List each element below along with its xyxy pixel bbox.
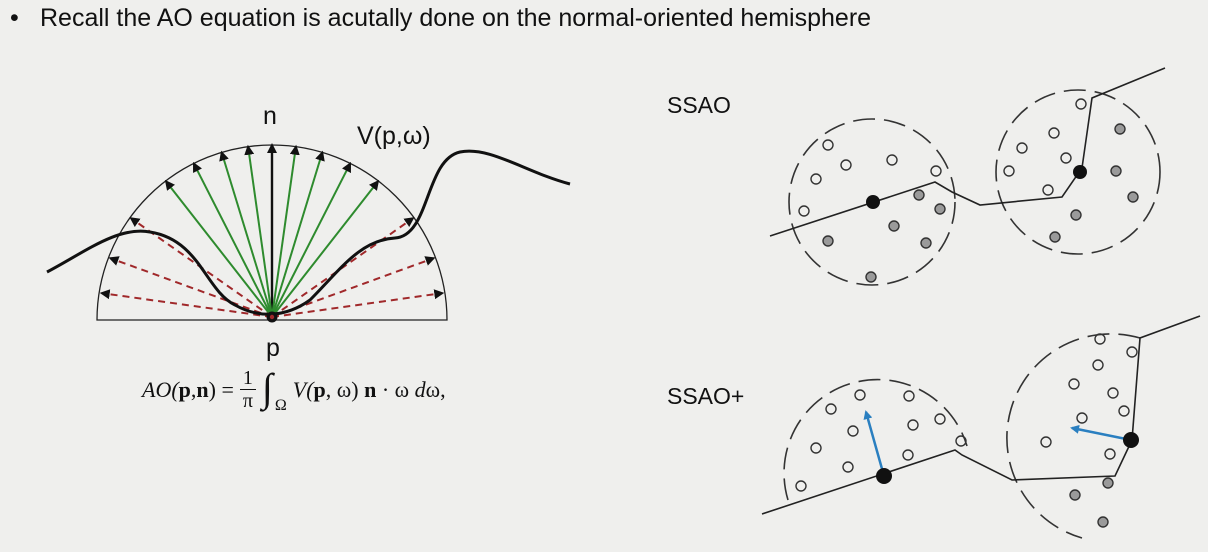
ssao-label: SSAO — [667, 92, 731, 118]
ssao-plus-normal-left — [863, 410, 886, 477]
ssao-plus-label: SSAO+ — [667, 383, 745, 409]
ssao-occluded-sample-8 — [888, 220, 900, 232]
ssao-occluded-sample-18 — [1114, 123, 1126, 135]
point-label: p — [266, 334, 280, 362]
ssao-plus-point-left — [876, 468, 892, 484]
ssao-open-sample-14 — [1016, 142, 1028, 154]
ssao-plus-open-sample-0 — [854, 389, 866, 401]
ssao-plus-open-sample-18 — [1040, 436, 1052, 448]
ssao-plus-open-sample-16 — [1076, 412, 1088, 424]
ssao-plus-open-sample-17 — [1118, 405, 1130, 417]
ssao-occluded-sample-11 — [865, 271, 877, 283]
occluded-ray-3 — [99, 289, 273, 318]
ssao-diagram — [769, 67, 1166, 286]
ssao-plus-open-sample-7 — [842, 461, 854, 473]
formula-lhs: AO( — [142, 376, 179, 402]
ssao-open-sample-5 — [930, 165, 942, 177]
bullet-text: Recall the AO equation is acutally done … — [40, 4, 872, 32]
ssao-plus-occluded-sample-20 — [1069, 489, 1081, 501]
ssao-plus-open-sample-4 — [907, 419, 919, 431]
ssao-plus-diagram — [761, 315, 1201, 539]
occluded-ray-1 — [271, 289, 445, 318]
ssao-plus-samples — [795, 333, 1138, 528]
ssao-plus-hemisphere-left — [783, 378, 968, 501]
ssao-open-sample-17 — [1042, 184, 1054, 196]
ssao-plus-open-sample-8 — [902, 449, 914, 461]
ssao-plus-hemisphere-right — [1006, 333, 1141, 539]
ssao-plus-point-right — [1123, 432, 1139, 448]
ssao-plus-open-sample-15 — [1107, 387, 1119, 399]
visible-ray-1 — [271, 144, 300, 318]
ssao-open-sample-3 — [810, 173, 822, 185]
bullet-line: • Recall the AO equation is acutally done… — [10, 4, 871, 33]
hemisphere-outline — [96, 144, 448, 321]
ssao-sphere-left — [788, 118, 956, 286]
ssao-plus-open-sample-3 — [847, 425, 859, 437]
visible-ray-6 — [192, 161, 273, 318]
ssao-occluded-sample-22 — [1049, 231, 1061, 243]
ssao-plus-open-sample-10 — [795, 480, 807, 492]
ssao-plus-occluded-sample-21 — [1102, 477, 1114, 489]
ssao-occluded-sample-21 — [1070, 209, 1082, 221]
ssao-plus-open-sample-11 — [1094, 333, 1106, 345]
ssao-point-right — [1073, 165, 1087, 179]
ssao-plus-surface — [761, 315, 1201, 515]
bullet-marker: • — [10, 4, 19, 32]
visible-ray-2 — [244, 144, 273, 318]
ssao-occluded-sample-20 — [1127, 191, 1139, 203]
ssao-open-sample-12 — [1075, 98, 1087, 110]
ssao-samples — [798, 98, 1139, 283]
visibility-label: V(p,ω) — [357, 122, 431, 150]
normal-label: n — [263, 102, 277, 130]
ssao-plus-open-sample-5 — [934, 413, 946, 425]
ssao-plus-open-sample-12 — [1126, 346, 1138, 358]
ssao-plus-open-sample-13 — [1092, 359, 1104, 371]
hemisphere-diagram: n p V(p,ω) — [46, 102, 571, 362]
ssao-occluded-sample-6 — [913, 189, 925, 201]
ssao-occluded-sample-19 — [1110, 165, 1122, 177]
ssao-surface — [769, 67, 1166, 237]
ssao-occluded-sample-7 — [934, 203, 946, 215]
ssao-plus-open-sample-14 — [1068, 378, 1080, 390]
ssao-plus-open-sample-19 — [1104, 448, 1116, 460]
visible-ray-8 — [164, 179, 273, 318]
ssao-sphere-right — [995, 89, 1161, 255]
ssao-plus-open-sample-2 — [903, 390, 915, 402]
visible-ray-7 — [271, 179, 380, 318]
ssao-open-sample-0 — [822, 139, 834, 151]
surface-curve — [46, 149, 571, 316]
ssao-open-sample-15 — [1060, 152, 1072, 164]
visible-ray-5 — [271, 161, 352, 318]
integral-sign: ∫ — [261, 365, 273, 410]
ssao-plus-occluded-sample-22 — [1097, 516, 1109, 528]
ssao-open-sample-2 — [886, 154, 898, 166]
ssao-open-sample-4 — [798, 205, 810, 217]
ssao-plus-open-sample-6 — [810, 442, 822, 454]
ssao-point-left — [866, 195, 880, 209]
ssao-open-sample-16 — [1003, 165, 1015, 177]
visible-ray-3 — [271, 150, 325, 318]
occluded-ray-2 — [108, 256, 273, 318]
ssao-occluded-sample-10 — [822, 235, 834, 247]
ssao-plus-open-sample-1 — [825, 403, 837, 415]
ssao-plus-open-sample-9 — [955, 435, 967, 447]
ssao-occluded-sample-9 — [920, 237, 932, 249]
ssao-open-sample-1 — [840, 159, 852, 171]
ssao-open-sample-13 — [1048, 127, 1060, 139]
visible-ray-4 — [219, 150, 273, 318]
ssao-plus-normal-right — [1070, 424, 1132, 442]
